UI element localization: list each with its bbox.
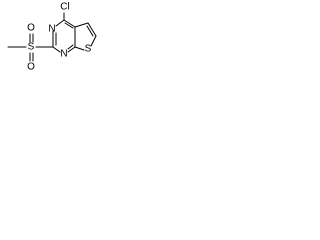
bond-c2-n1 <box>52 46 61 53</box>
atom-oxygen-lower: O <box>27 62 35 73</box>
bond-s-c7a <box>74 46 85 51</box>
molecule-structure: Cl N N S S O O <box>7 2 97 73</box>
atom-chlorine: Cl <box>60 2 69 13</box>
atom-nitrogen-bottom: N <box>60 49 67 60</box>
bond-c4-c4a-double <box>64 22 74 29</box>
molecule-canvas: Cl N N S S O O <box>0 0 106 85</box>
bonds <box>7 12 97 62</box>
bond-c4a-c5 <box>74 22 89 28</box>
atom-sulfur-ring: S <box>85 44 92 55</box>
bond-n1-c7a-double <box>67 44 74 50</box>
bond-c5-c6-double <box>86 25 94 37</box>
bond-n1-c7a <box>67 46 76 53</box>
bond-c4-c4a <box>63 19 76 28</box>
bond-c4-n3 <box>55 19 65 27</box>
atom-oxygen-upper: O <box>27 23 35 34</box>
atom-sulfur-sulfonyl: S <box>28 42 35 53</box>
atom-labels: Cl N N S S O O <box>27 2 92 73</box>
atom-nitrogen-top: N <box>48 24 55 35</box>
bond-c5-c6 <box>87 22 97 37</box>
bond-c6-s <box>90 35 97 47</box>
